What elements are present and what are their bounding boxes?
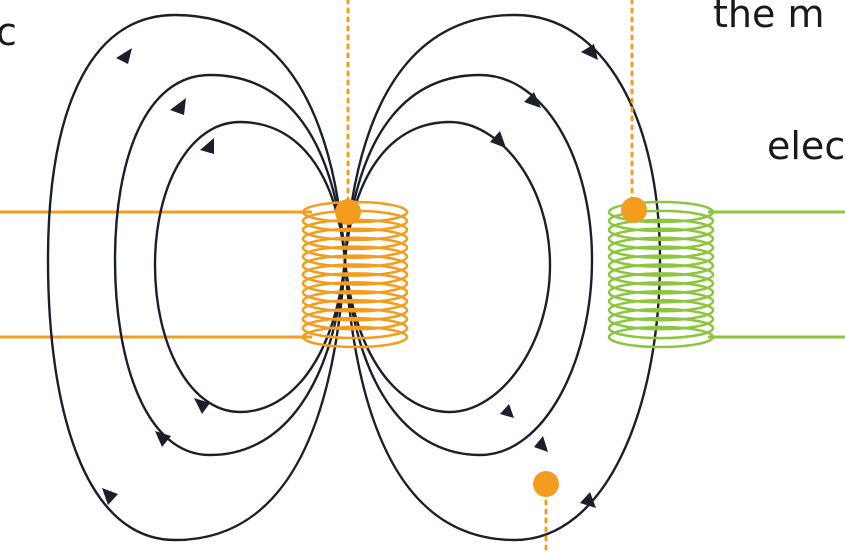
coil-turn — [301, 263, 409, 286]
coil-turn — [607, 245, 715, 268]
field-line-left-middle — [113, 73, 347, 457]
label-left: c — [0, 10, 17, 54]
label-top-right: the m — [713, 0, 825, 36]
coil-turn — [607, 316, 715, 340]
field-line-right-middle — [343, 73, 594, 457]
arrow-head-icon — [170, 98, 186, 115]
label-mid-right: elec — [767, 124, 845, 168]
arrow-head-icon — [581, 44, 598, 60]
coil-turn — [301, 290, 409, 313]
callout-dot-icon — [533, 471, 559, 497]
field-lines — [46, 13, 662, 542]
secondary-coil — [607, 200, 715, 349]
coil-turn — [607, 236, 715, 259]
coil-turn — [301, 227, 409, 251]
callout-dots — [335, 197, 647, 497]
coil-turn — [607, 263, 715, 286]
field-line-right-inner — [343, 120, 552, 414]
field-line-right-outer — [343, 13, 662, 542]
coil-turn — [301, 325, 409, 349]
coil-turn — [607, 307, 715, 331]
coil-turn — [301, 298, 409, 322]
coil-turn — [607, 218, 715, 242]
secondary-coil-wires — [708, 210, 845, 339]
arrow-head-icon — [580, 492, 596, 508]
arrow-head-icon — [200, 138, 214, 154]
coil-turn — [301, 245, 409, 268]
callout-dot-icon — [335, 199, 361, 225]
coil-turn — [607, 272, 715, 295]
coil-turn — [301, 281, 409, 304]
arrow-head-icon — [116, 48, 132, 64]
field-line-left-outer — [46, 13, 347, 542]
callout-leaders — [346, 0, 634, 553]
arrow-head-icon — [194, 398, 210, 414]
field-arrows — [102, 44, 598, 508]
callout-dot-icon — [621, 197, 647, 223]
coil-turn — [607, 200, 715, 224]
coil-turn — [607, 298, 715, 322]
primary-coil — [301, 200, 409, 349]
coil-turn — [607, 281, 715, 304]
coil-turn — [607, 227, 715, 251]
arrow-head-icon — [155, 431, 171, 447]
arrow-head-icon — [524, 92, 541, 108]
coil-turn — [301, 254, 409, 277]
coil-turn — [301, 316, 409, 340]
coil-turn — [301, 272, 409, 295]
coil-turn — [607, 290, 715, 313]
coil-turn — [607, 254, 715, 277]
arrow-head-icon — [500, 404, 514, 418]
arrow-head-icon — [534, 436, 548, 452]
coil-turn — [607, 325, 715, 349]
coil-turn — [607, 209, 715, 233]
arrow-head-icon — [102, 488, 118, 505]
coil-turn — [301, 307, 409, 331]
arrow-head-icon — [490, 131, 506, 148]
field-line-left-inner — [153, 120, 347, 414]
coil-turn — [301, 236, 409, 259]
